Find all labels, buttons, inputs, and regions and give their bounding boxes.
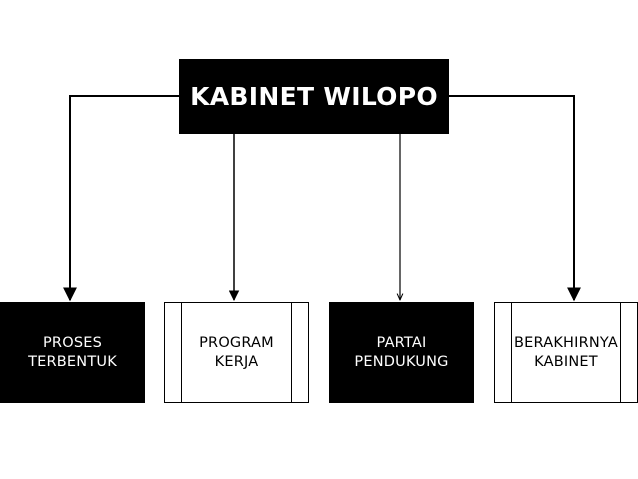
node-berakhirnya-kabinet: BERAKHIRNYA KABINET bbox=[494, 302, 638, 403]
root-node-label: KABINET WILOPO bbox=[190, 82, 438, 111]
node-label: BERAKHIRNYA KABINET bbox=[514, 334, 618, 370]
node-label: PARTAI PENDUKUNG bbox=[354, 334, 449, 370]
connector-berakhirnya bbox=[449, 95, 581, 302]
node-side-bar bbox=[181, 303, 182, 402]
connector-proses bbox=[63, 95, 179, 302]
root-node-kabinet-wilopo: KABINET WILOPO bbox=[179, 59, 449, 134]
node-partai-pendukung: PARTAI PENDUKUNG bbox=[329, 302, 474, 403]
node-label: PROGRAM KERJA bbox=[199, 334, 274, 370]
node-side-bar bbox=[291, 303, 292, 402]
node-side-bar bbox=[620, 303, 621, 402]
node-proses-terbentuk: PROSES TERBENTUK bbox=[0, 302, 145, 403]
node-side-bar bbox=[511, 303, 512, 402]
node-program-kerja: PROGRAM KERJA bbox=[164, 302, 309, 403]
node-label: PROSES TERBENTUK bbox=[28, 334, 117, 370]
